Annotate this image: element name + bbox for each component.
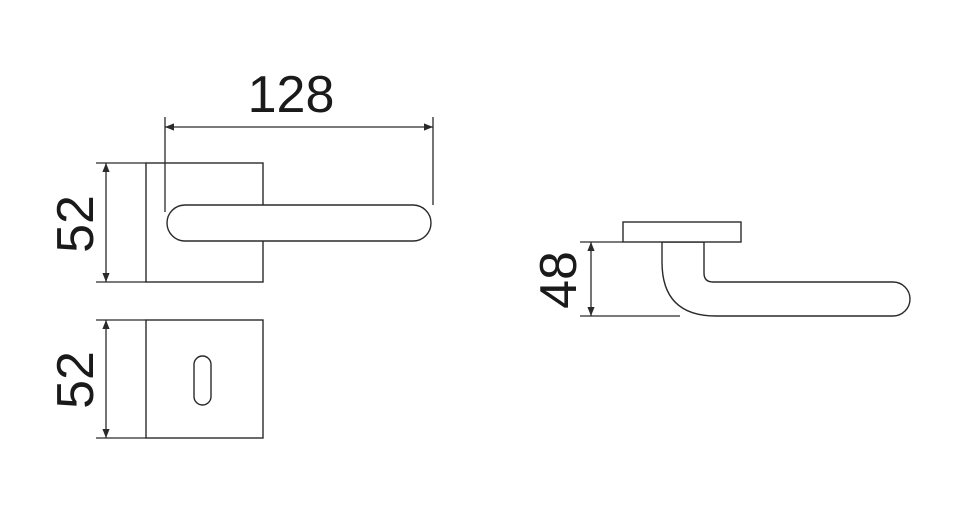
escutcheon-view [145, 319, 264, 439]
dimension-label-128: 128 [248, 66, 335, 124]
rose-side-plate [622, 221, 742, 243]
dimension-rose-height: 52 [47, 162, 146, 283]
lever-handle [166, 204, 432, 242]
dimension-side-projection: 48 [530, 241, 680, 317]
dimension-label-escutcheon: 52 [47, 351, 105, 409]
dimension-label-48: 48 [530, 251, 588, 309]
dimension-label-rose: 52 [47, 195, 105, 253]
dimension-handle-length: 128 [164, 66, 434, 212]
side-view-handle [622, 221, 911, 317]
dimension-escutcheon-height: 52 [47, 319, 146, 439]
lever-side-profile [661, 241, 911, 317]
keyhole-slot [193, 355, 212, 406]
front-view-handle [145, 162, 432, 283]
